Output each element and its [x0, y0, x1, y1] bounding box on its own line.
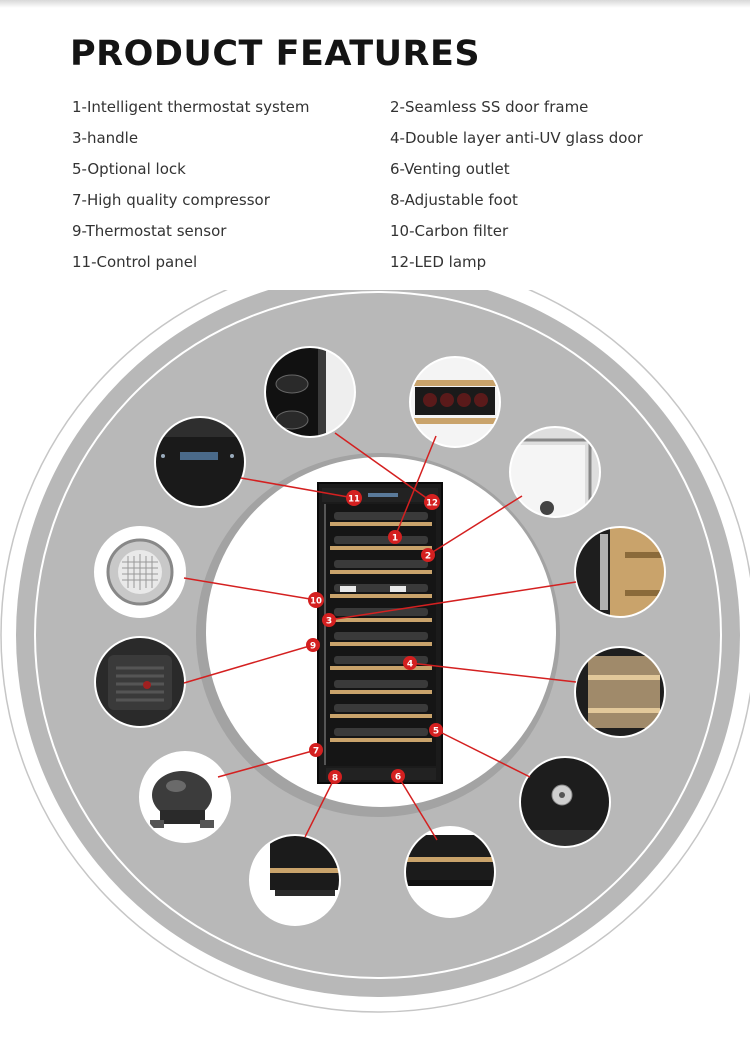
marker-6-label: 6	[395, 773, 401, 783]
page-title: PRODUCT FEATURES	[70, 34, 481, 74]
marker-3: 3	[322, 613, 336, 627]
feature-4: 4-Double layer anti-UV glass door	[390, 129, 643, 147]
marker-9-label: 9	[310, 642, 316, 652]
detail-venting-outlet	[405, 827, 495, 917]
marker-12-label: 12	[426, 498, 438, 508]
feature-12: 12-LED lamp	[390, 253, 487, 271]
detail-ring-compressor	[139, 751, 231, 843]
marker-3-label: 3	[326, 617, 332, 627]
detail-ring-venting	[404, 826, 496, 918]
marker-5: 5	[429, 723, 443, 737]
marker-12: 12	[424, 494, 440, 510]
detail-thermostat-system	[410, 357, 500, 447]
wine-cabinet	[317, 482, 443, 784]
marker-10: 10	[308, 592, 324, 608]
feature-1: 1-Intelligent thermostat system	[72, 98, 310, 116]
outer-ring-line	[0, 290, 750, 1013]
detail-ring-foot	[249, 834, 341, 926]
feature-6: 6-Venting outlet	[390, 160, 510, 178]
marker-5-label: 5	[433, 727, 439, 737]
marker-2-label: 2	[425, 552, 431, 562]
feature-8: 8-Adjustable foot	[390, 191, 518, 209]
marker-1-label: 1	[392, 534, 398, 544]
feature-5: 5-Optional lock	[72, 160, 186, 178]
marker-11: 11	[346, 490, 362, 506]
marker-2: 2	[421, 548, 435, 562]
detail-adjustable-foot	[250, 835, 340, 925]
detail-glass-door	[575, 647, 665, 737]
marker-10-label: 10	[310, 596, 322, 606]
marker-4: 4	[403, 656, 417, 670]
feature-10: 10-Carbon filter	[390, 222, 509, 240]
marker-7: 7	[309, 743, 323, 757]
cabinet-shelves	[330, 522, 432, 742]
marker-11-label: 11	[348, 494, 360, 504]
detail-compressor	[140, 752, 230, 842]
marker-4-label: 4	[407, 660, 413, 670]
top-divider	[0, 0, 750, 8]
detail-lock	[520, 757, 610, 847]
detail-handle	[575, 527, 665, 617]
marker-7-label: 7	[313, 747, 319, 757]
detail-ring-led	[264, 346, 356, 438]
marker-8-label: 8	[332, 774, 338, 784]
detail-ring-handle	[574, 526, 666, 618]
detail-door-frame	[510, 427, 600, 517]
leader-lines	[183, 432, 577, 841]
detail-carbon-filter	[95, 527, 185, 617]
feature-2: 2-Seamless SS door frame	[390, 98, 589, 116]
feature-7: 7-High quality compressor	[72, 191, 270, 209]
detail-ring-frame	[509, 426, 601, 518]
feature-11: 11-Control panel	[72, 253, 198, 271]
feature-3: 3-handle	[72, 129, 139, 147]
inner-ring-line	[34, 291, 722, 979]
feature-9: 9-Thermostat sensor	[72, 222, 227, 240]
feature-diagram: 1 2 3 4 5 6 7 8 9 10 11 12	[0, 290, 750, 1013]
detail-ring-lock	[519, 756, 611, 848]
detail-ring-thermostat	[409, 356, 501, 448]
marker-9: 9	[306, 638, 320, 652]
marker-8: 8	[328, 770, 342, 784]
detail-ring-filter	[94, 526, 186, 618]
detail-ring-glass	[574, 646, 666, 738]
marker-6: 6	[391, 769, 405, 783]
marker-1: 1	[388, 530, 402, 544]
detail-ring-control	[154, 416, 246, 508]
detail-thermostat-sensor	[95, 637, 185, 727]
detail-led-lamp	[265, 347, 355, 437]
